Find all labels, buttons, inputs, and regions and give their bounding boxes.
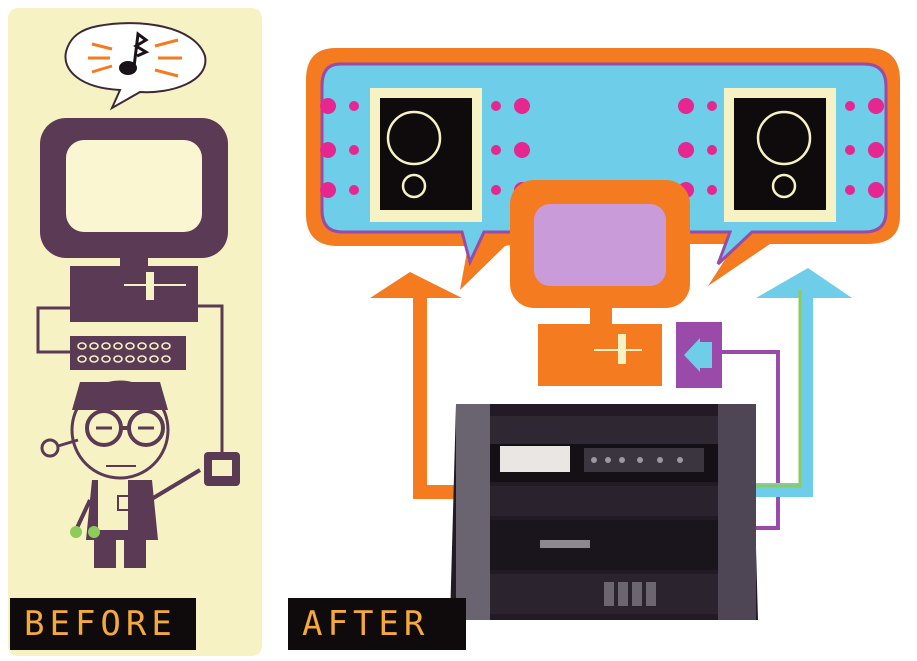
after-label: AFTER <box>288 598 466 650</box>
speech-bubble <box>65 23 205 108</box>
new-monitor-icon <box>510 180 690 386</box>
person-with-glasses-icon <box>42 382 200 568</box>
right-speaker-icon <box>724 88 836 222</box>
before-label: BEFORE <box>10 598 196 650</box>
old-monitor-icon <box>40 118 228 322</box>
left-speaker-icon <box>370 88 482 222</box>
remote-control-icon <box>204 452 240 486</box>
remote-cable <box>198 306 222 452</box>
blue-arrow <box>752 268 852 490</box>
stereo-system-photo <box>450 404 758 620</box>
